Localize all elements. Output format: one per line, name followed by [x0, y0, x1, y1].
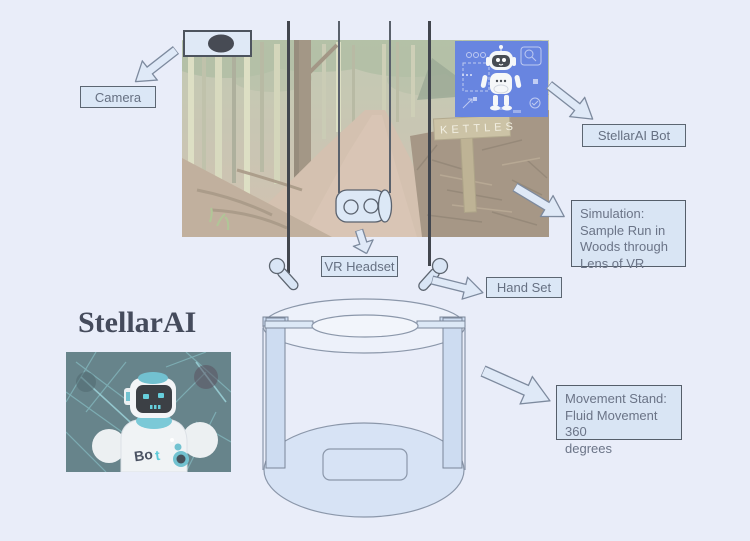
- camera-icon-box: [183, 30, 252, 57]
- stellar-bot-arrow: [541, 75, 601, 130]
- movement-line-1: Movement Stand:: [565, 391, 667, 406]
- headset-cable-right: [389, 21, 391, 193]
- robot-face-screen: [136, 385, 172, 413]
- arrow-icon: [462, 98, 473, 109]
- controller-right-ball: [431, 257, 449, 275]
- camera-arrow: [127, 40, 184, 93]
- page-title: StellarAI: [78, 306, 197, 339]
- forest-big-tree: [294, 40, 339, 205]
- robot-photo-wash-overlay: [66, 352, 231, 472]
- headset-lens-left: [343, 199, 359, 215]
- blueprint-schematic-icons: [462, 46, 542, 109]
- robot-chest-text-t: t: [154, 447, 161, 464]
- robot-shoulder-left: [92, 429, 126, 463]
- sign-text: KETTLES: [440, 121, 517, 137]
- camera-lens-icon: [208, 34, 234, 53]
- stand-center-hole: [311, 314, 419, 338]
- robot-chest-text-bo: Bo: [133, 446, 154, 464]
- movement-stand-callout: Movement Stand: Fluid Movement 360 degre…: [556, 385, 682, 456]
- vr-headset-shape: [334, 188, 394, 226]
- blueprint-wash-overlay: [455, 41, 548, 117]
- robot-photo: Bo t: [65, 351, 232, 473]
- controller-left-ball: [268, 257, 286, 275]
- stellar-bot-label: StellarAI Bot: [582, 124, 686, 147]
- simulation-arrow: [508, 176, 571, 228]
- stand-axle-left: [264, 320, 314, 329]
- robot-figure: Bo t: [92, 372, 218, 473]
- stand-post-left: [265, 317, 286, 469]
- vr-headset-arrow: [349, 227, 378, 258]
- forest-floor-left: [182, 158, 332, 237]
- hand-set-label-text: Hand Set: [496, 280, 552, 295]
- hand-set-label: Hand Set: [486, 277, 562, 298]
- check-circle-icon: [529, 97, 541, 109]
- controller-left: [266, 255, 306, 295]
- simulation-line-4: Lens of VR: [580, 255, 645, 271]
- forest-grass: [209, 207, 230, 231]
- robot-face-pixels: [143, 393, 164, 409]
- stand-rod-right: [428, 21, 431, 266]
- stand-axle-right: [416, 320, 466, 329]
- magnifier-frame-icon: [520, 46, 542, 66]
- hand-set-arrow: [429, 268, 486, 304]
- blueprint-robot: [480, 45, 522, 111]
- simulation-line-2: Sample Run in: [580, 222, 666, 238]
- simulation-line-1: Simulation:: [580, 206, 645, 221]
- stellar-bot-label-text: StellarAI Bot: [597, 128, 671, 143]
- movement-stand-arrow: [476, 356, 557, 415]
- camera-label-text: Camera: [94, 89, 142, 105]
- stand-rod-left: [287, 21, 290, 273]
- sign-board: [432, 114, 511, 141]
- vr-headset-label-text: VR Headset: [324, 259, 395, 274]
- blueprint-image: [455, 41, 548, 117]
- magnifier-icon: [524, 49, 534, 59]
- robot-head-cap: [138, 372, 168, 384]
- vr-headset-label: VR Headset: [321, 256, 398, 277]
- trail-sign: KETTLES: [432, 114, 517, 214]
- stand-base-panel: [322, 448, 408, 481]
- simulation-callout: Simulation: Sample Run in Woods through …: [571, 200, 686, 271]
- forest-roots: [196, 168, 303, 230]
- movement-line-2: Fluid Movement 360: [565, 407, 658, 440]
- headset-end-cap: [377, 189, 393, 223]
- forest-trunks: [188, 42, 415, 202]
- headset-cable-left: [338, 21, 340, 193]
- robot-shoulder-right: [182, 422, 218, 458]
- headset-lens-right: [363, 198, 379, 214]
- simulation-line-3: Woods through: [580, 239, 668, 254]
- movement-stand-shape: [255, 296, 473, 524]
- stand-post-right: [442, 317, 463, 469]
- camera-label: Camera: [80, 86, 156, 108]
- movement-line-3: degrees: [565, 440, 612, 456]
